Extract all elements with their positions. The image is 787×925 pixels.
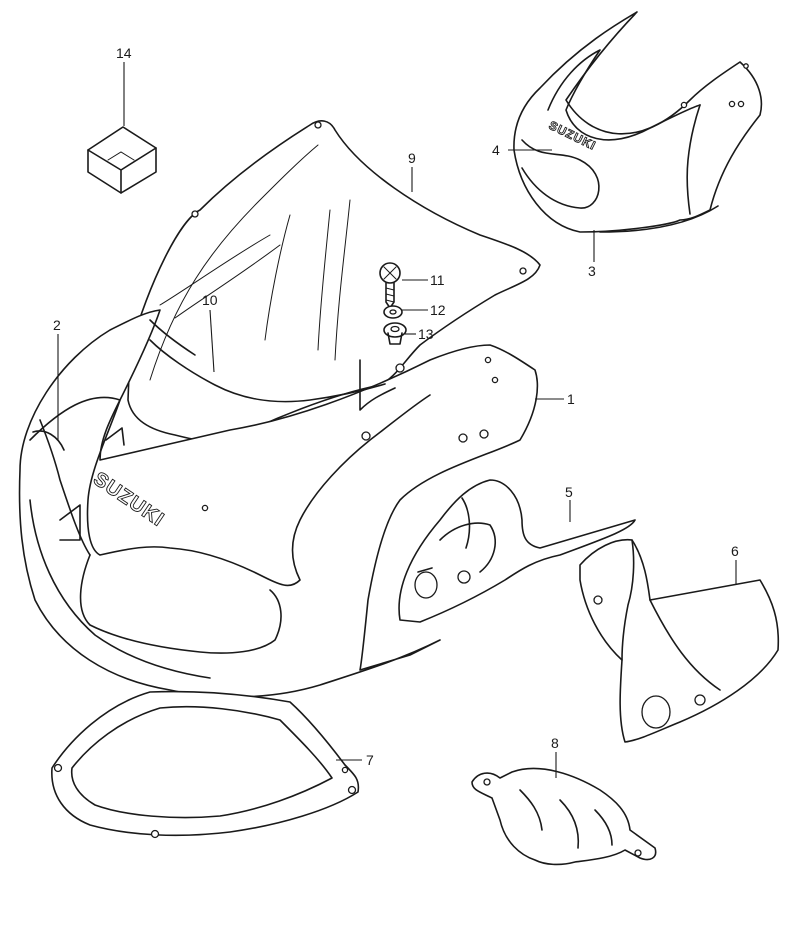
callout-7: 7 — [366, 752, 374, 768]
part-1-front-fairing: SUZUKI — [18, 309, 539, 698]
part-11-screw — [379, 262, 401, 309]
part-10-screen-frame — [149, 319, 386, 403]
callout-6: 6 — [731, 543, 739, 559]
callout-3: 3 — [588, 263, 596, 279]
part-6-inner-cover — [579, 539, 780, 743]
callout-10: 10 — [202, 292, 218, 308]
callout-8: 8 — [551, 735, 559, 751]
part-13-grommet — [383, 322, 407, 345]
leader-lines — [57, 62, 737, 778]
callout-13: 13 — [418, 326, 434, 342]
part-5-inner-cover — [398, 479, 636, 623]
callout-4: 4 — [492, 142, 500, 158]
part-8-bracket-cover — [471, 767, 657, 866]
callout-12: 12 — [430, 302, 446, 318]
callout-2: 2 — [53, 317, 61, 333]
callout-14: 14 — [116, 45, 132, 61]
part-3-upper-cowling: SUZUKI — [513, 11, 763, 233]
part-14-paint-box — [87, 126, 157, 194]
callout-5: 5 — [565, 484, 573, 500]
callout-11: 11 — [430, 272, 445, 288]
callout-1: 1 — [567, 391, 575, 407]
callout-9: 9 — [408, 150, 416, 166]
part-12-washer — [383, 305, 403, 319]
callout-labels: 14 9 4 3 11 12 13 10 2 1 5 6 7 8 — [53, 45, 739, 768]
part-2-side-panel — [32, 430, 65, 451]
part-7-under-cover — [51, 690, 360, 839]
